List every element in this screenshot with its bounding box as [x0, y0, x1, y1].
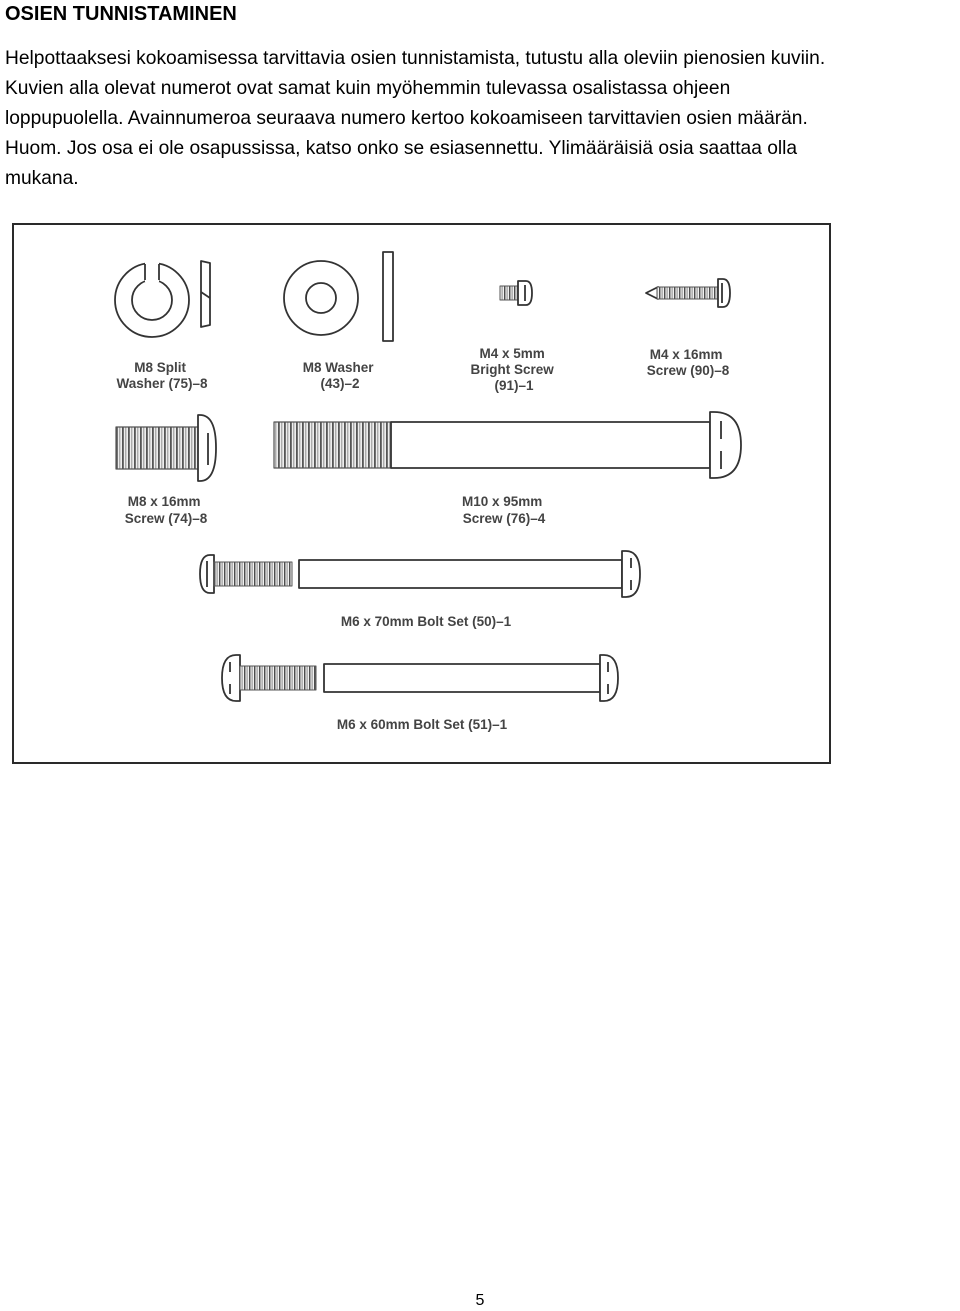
- intro-line: mukana.: [5, 168, 79, 189]
- section-heading: OSIEN TUNNISTAMINEN: [5, 3, 237, 25]
- split-washer-part: [114, 260, 211, 338]
- washer-label: M8 Washer (43)–2: [303, 360, 378, 391]
- m10-screw-label: M10 x 95mm Screw (76)–4: [462, 494, 546, 526]
- intro-line: Huom. Jos osa ei ole osapussissa, katso …: [5, 138, 798, 159]
- bolt-70-label: M6 x 70mm Bolt Set (50)–1: [341, 614, 512, 629]
- intro-paragraph: Helpottaaksesi kokoamisessa tarvittavia …: [5, 44, 955, 194]
- parts-identification-panel: M8 Split Washer (75)–8 M8 Washer (43)–2 …: [12, 223, 831, 764]
- bolt-60-part: [221, 654, 619, 702]
- parts-illustration: M8 Split Washer (75)–8 M8 Washer (43)–2 …: [114, 251, 742, 732]
- m8-screw-part: [115, 414, 217, 482]
- wood-screw-part: [645, 278, 731, 308]
- bright-screw-label: M4 x 5mm Bright Screw (91)–1: [470, 346, 557, 393]
- intro-line: Kuvien alla olevat numerot ovat samat ku…: [5, 78, 731, 99]
- m8-screw-label: M8 x 16mm Screw (74)–8: [125, 494, 208, 526]
- bright-screw-part: [499, 280, 533, 306]
- bolt-70-part: [199, 550, 641, 598]
- split-washer-label: M8 Split Washer (75)–8: [116, 360, 208, 391]
- page-number: 5: [475, 1292, 485, 1309]
- washer-part: [283, 251, 394, 342]
- bolt-60-label: M6 x 60mm Bolt Set (51)–1: [337, 717, 508, 732]
- intro-line: loppupuolella. Avainnumeroa seuraava num…: [5, 108, 808, 129]
- intro-line: Helpottaaksesi kokoamisessa tarvittavia …: [5, 48, 826, 69]
- m10-screw-part: [273, 411, 742, 479]
- wood-screw-label: M4 x 16mm Screw (90)–8: [647, 347, 730, 378]
